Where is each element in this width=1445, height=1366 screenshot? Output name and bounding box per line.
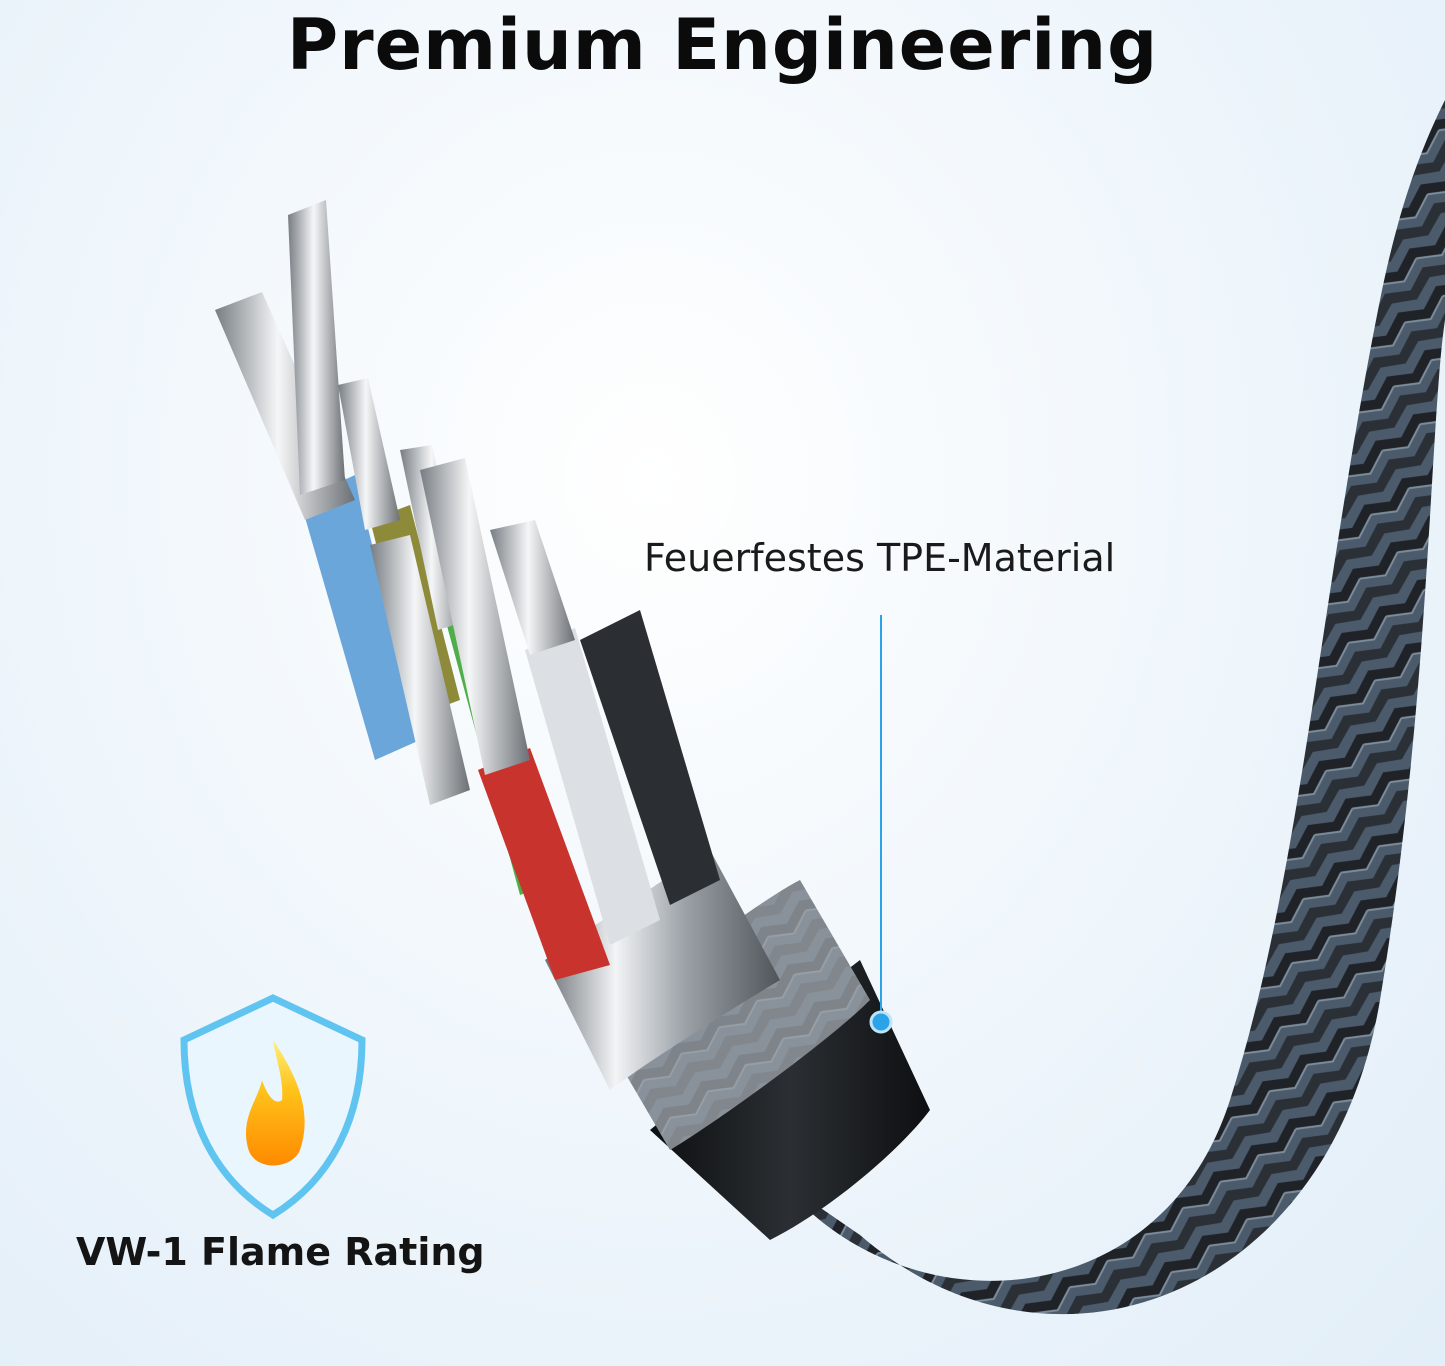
wire-strand: [420, 458, 530, 775]
wire-strand: [370, 535, 470, 805]
core-white: [525, 628, 660, 945]
core-black: [580, 610, 720, 905]
core-blue: [300, 475, 420, 760]
callout-dot: [869, 1010, 893, 1034]
callout-label: Feuerfestes TPE-Material: [644, 536, 1116, 580]
wire-strand: [288, 200, 345, 495]
tpe-ring: [650, 960, 930, 1240]
wire-strand: [338, 378, 400, 530]
wire-strand: [490, 520, 575, 655]
flame-rating-label: VW-1 Flame Rating: [76, 1230, 485, 1274]
flame-icon: [245, 1040, 305, 1166]
core-red: [478, 748, 610, 980]
braided-cable: [780, 100, 1445, 1315]
flame-shield-icon: [180, 994, 366, 1220]
page-title: Premium Engineering: [286, 4, 1159, 86]
foil-sleeve: [545, 850, 780, 1090]
